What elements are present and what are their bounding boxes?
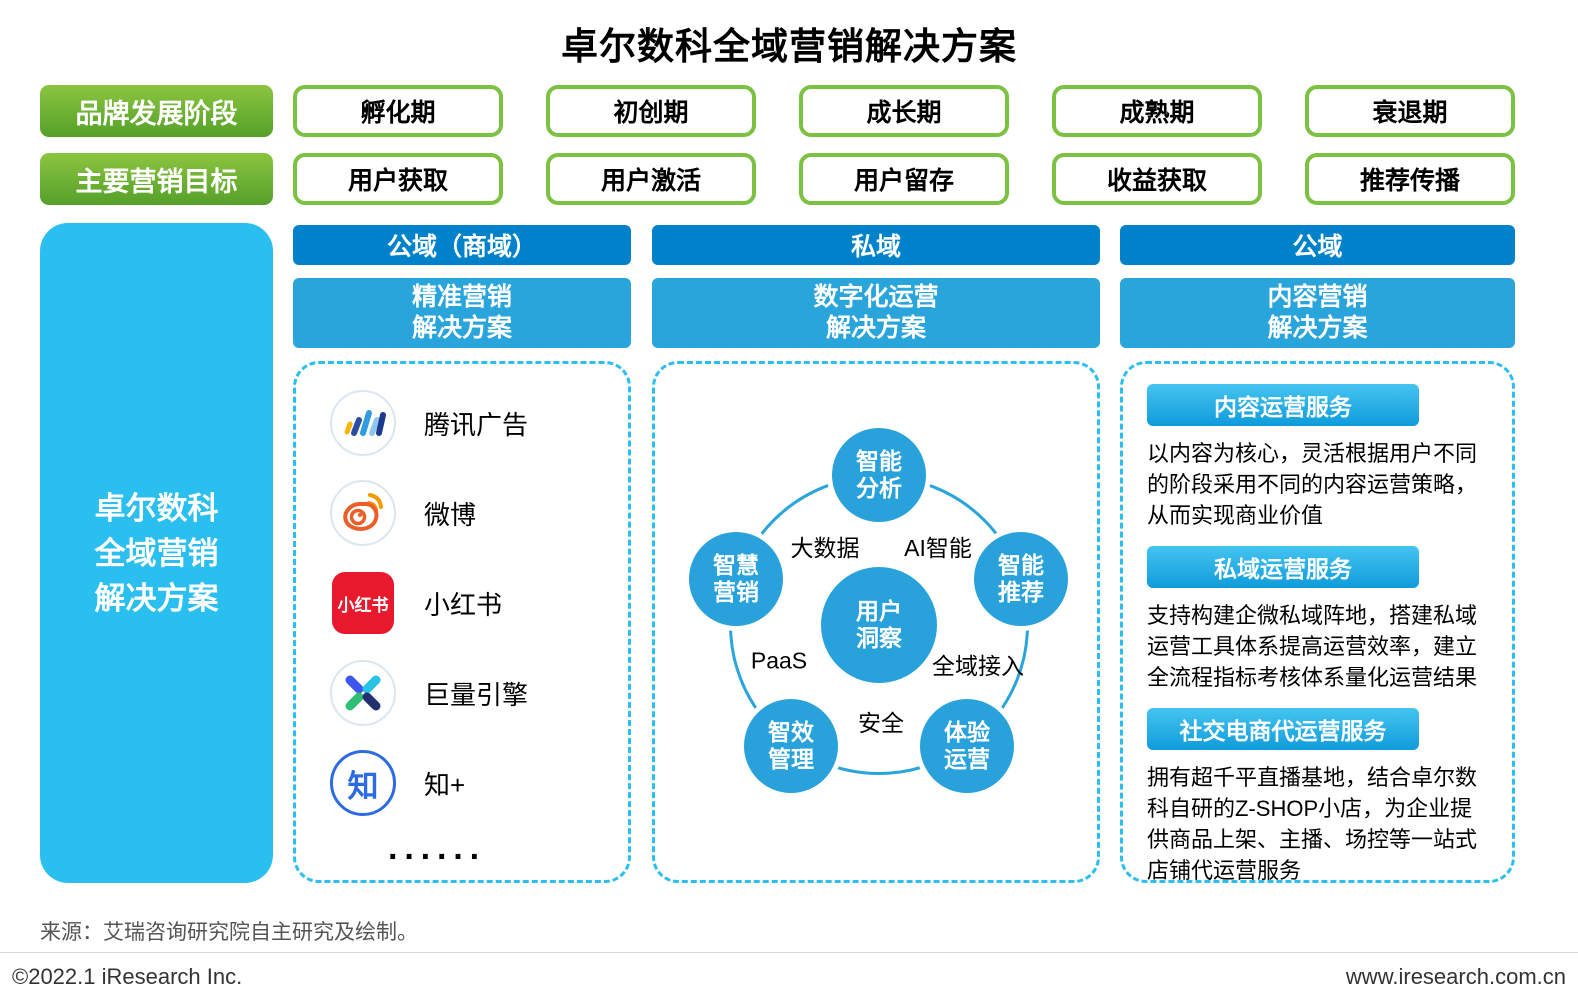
platform-name: 腾讯广告: [424, 409, 529, 440]
platform-row-zhihu-plus: 知 知+: [330, 738, 628, 828]
goal-box-acquisition: 用户获取: [293, 153, 503, 205]
ring-label-bigdata: 大数据: [790, 535, 860, 561]
stage-box-growth: 成长期: [799, 85, 1009, 137]
weibo-icon: [330, 480, 396, 546]
brand-stage-items: 孵化期 初创期 成长期 成熟期 衰退期: [293, 85, 1515, 137]
platform-name: 知+: [424, 769, 466, 800]
footer-website: www.iresearch.com.cn: [1345, 964, 1566, 989]
platform-name: 微博: [424, 499, 477, 530]
column-header-private: 私域: [652, 225, 1100, 265]
bubble-smart-analysis: 智能 分析: [827, 423, 931, 527]
source-note: 来源：艾瑞咨询研究院自主研究及绘制。: [40, 921, 418, 944]
brand-stage-row: 品牌发展阶段 孵化期 初创期 成长期 成熟期 衰退期: [0, 85, 1578, 137]
service-desc-content-operation: 以内容为核心，灵活根据用户不同的阶段采用不同的内容运营策略，从而实现商业价值: [1147, 441, 1478, 528]
xiaohongshu-icon-text: 小红书: [337, 595, 389, 615]
subheader-precision-marketing: 精准营销 解决方案: [293, 278, 631, 348]
ring-label-paas: PaaS: [750, 647, 808, 674]
subheader-content-marketing: 内容营销 解决方案: [1120, 278, 1515, 348]
ring-label-security: 安全: [858, 710, 904, 736]
column-header-public: 公域: [1120, 225, 1515, 265]
content-marketing-panel: 内容运营服务 以内容为核心，灵活根据用户不同的阶段采用不同的内容运营策略，从而实…: [1120, 361, 1515, 883]
platform-name: 小红书: [424, 589, 503, 620]
column-header-public-commercial: 公域（商域）: [293, 225, 631, 265]
ring-label-ai: AI智能: [904, 535, 972, 561]
service-button-content-operation: 内容运营服务: [1147, 384, 1419, 426]
xiaohongshu-icon: 小红书: [332, 572, 394, 634]
ring-label-omni-access: 全域接入: [932, 653, 1024, 679]
bubble-smart-recommendation: 智能 推荐: [969, 527, 1073, 631]
platform-name: 巨量引擎: [424, 679, 529, 710]
footer-copyright: ©2022.1 iResearch Inc.: [12, 964, 243, 989]
footer-divider: [0, 952, 1578, 953]
goal-box-referral: 推荐传播: [1305, 153, 1515, 205]
more-platforms-ellipsis: ······: [388, 838, 486, 876]
marketing-goal-items: 用户获取 用户激活 用户留存 收益获取 推荐传播: [293, 153, 1515, 205]
left-solution-panel: 卓尔数科 全域营销 解决方案: [40, 223, 273, 883]
service-button-social-ecommerce: 社交电商代运营服务: [1147, 708, 1419, 750]
service-desc-social-ecommerce: 拥有超千平直播基地，结合卓尔数科自研的Z-SHOP小店，为企业提供商品上架、主播…: [1147, 765, 1478, 883]
bubble-experience-operation: 体验 运营: [915, 694, 1019, 798]
left-solution-title: 卓尔数科 全域营销 解决方案: [94, 490, 219, 616]
subheader-digital-operation: 数字化运营 解决方案: [652, 278, 1100, 348]
goal-box-activation: 用户激活: [546, 153, 756, 205]
platform-row-weibo: 微博: [330, 468, 628, 558]
marketing-goal-row: 主要营销目标 用户获取 用户激活 用户留存 收益获取 推荐传播: [0, 153, 1578, 205]
digital-operation-panel: 智能 分析 智能 推荐 体验 运营 智效 管理 智慧 营销 用户 洞察 大数据 …: [652, 361, 1100, 883]
service-desc-private-operation: 支持构建企微私域阵地，搭建私域运营工具体系提高运营效率，建立全流程指标考核体系量…: [1147, 603, 1478, 690]
service-button-private-operation: 私域运营服务: [1147, 546, 1419, 588]
brand-stage-label: 品牌发展阶段: [40, 85, 273, 137]
platform-row-ocean-engine: 巨量引擎: [330, 648, 628, 738]
page-title: 卓尔数科全域营销解决方案: [561, 26, 1017, 67]
zhihu-plus-icon: 知: [330, 750, 396, 816]
marketing-goal-label: 主要营销目标: [40, 153, 273, 205]
stage-box-decline: 衰退期: [1305, 85, 1515, 137]
bubble-smart-marketing: 智慧 营销: [684, 527, 788, 631]
ocean-engine-icon: [330, 660, 396, 726]
stage-box-maturity: 成熟期: [1052, 85, 1262, 137]
platform-row-tencent-ads: 腾讯广告: [330, 378, 628, 468]
goal-box-retention: 用户留存: [799, 153, 1009, 205]
stage-box-incubation: 孵化期: [293, 85, 503, 137]
bubble-smart-efficiency: 智效 管理: [739, 694, 843, 798]
zhihu-plus-icon-text: 知: [347, 768, 379, 804]
bubble-user-insight: 用户 洞察: [821, 567, 937, 683]
platform-row-xiaohongshu: 小红书 小红书: [330, 558, 628, 648]
tencent-ads-icon: [330, 390, 396, 456]
precision-marketing-panel: 腾讯广告 微博 小红书 小红书 巨量引擎: [293, 361, 631, 883]
stage-box-startup: 初创期: [546, 85, 756, 137]
goal-box-revenue: 收益获取: [1052, 153, 1262, 205]
